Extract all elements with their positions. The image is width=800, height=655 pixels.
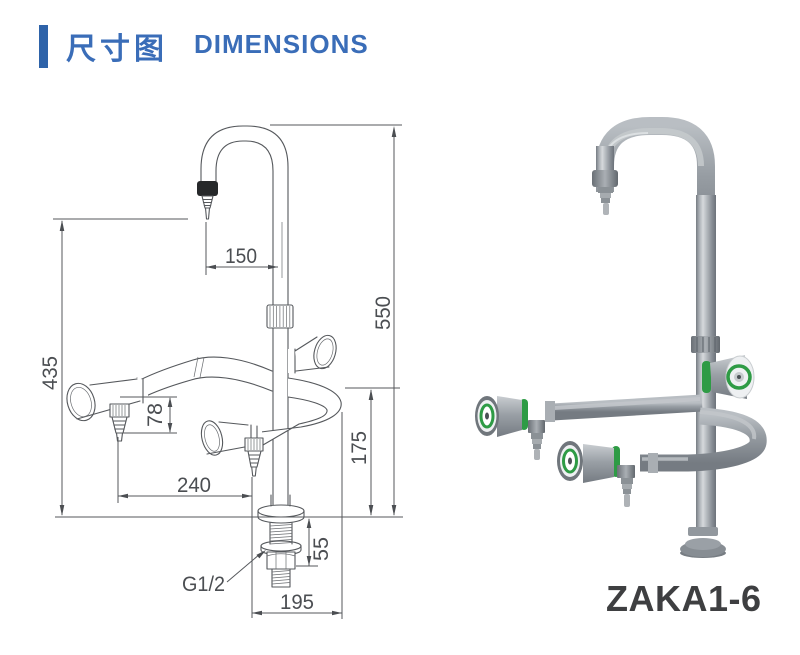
render-gooseneck <box>596 117 715 250</box>
render-front-arm <box>557 407 767 483</box>
green-ring-band <box>702 361 711 393</box>
left-arm <box>139 356 273 399</box>
left-cone-outlet <box>66 377 148 442</box>
spout-nozzle <box>197 181 218 220</box>
header-accent-bar <box>39 25 48 68</box>
dim-label-overall-height: 550 <box>372 296 395 330</box>
render-left-nozzle <box>528 420 545 460</box>
faucet-outline-outer <box>200 125 289 506</box>
handle-green-ring <box>726 364 752 390</box>
product-render <box>475 117 767 558</box>
dim-label-base-depth: 195 <box>280 591 314 614</box>
dim-label-nozzle-drop: 78 <box>144 403 167 427</box>
page-title-zh: 尺寸图 <box>66 33 168 66</box>
dim-label-under-counter-length: 55 <box>310 537 333 561</box>
render-right-handle <box>702 355 755 399</box>
dim-label-nozzle-spacing: 240 <box>177 474 211 497</box>
render-union-nut <box>691 336 720 353</box>
render-left-arm <box>475 394 703 437</box>
product-model-label: ZAKA1-6 <box>606 578 762 619</box>
render-base-flange <box>680 527 726 558</box>
dimension-annotations: 150 550 435 78 175 240 55 195 G1/2 <box>39 124 403 619</box>
front-cone-outlet <box>200 420 264 477</box>
faucet-outline-inner <box>215 140 274 506</box>
dim-label-spout-outlet-height: 435 <box>39 356 62 390</box>
render-spout-nozzle <box>592 170 618 215</box>
technical-drawing <box>66 125 342 588</box>
front-arm <box>260 377 342 446</box>
riser-union-nut <box>266 304 294 329</box>
dim-label-inlet-thread: G1/2 <box>182 573 225 596</box>
render-front-nozzle <box>617 465 635 507</box>
page-title-en: DIMENSIONS <box>194 29 369 59</box>
mounting-base <box>257 494 305 588</box>
dim-label-arm-height: 175 <box>348 431 371 465</box>
right-cone-outlet <box>288 334 337 374</box>
dim-label-spout-reach: 150 <box>225 245 257 268</box>
